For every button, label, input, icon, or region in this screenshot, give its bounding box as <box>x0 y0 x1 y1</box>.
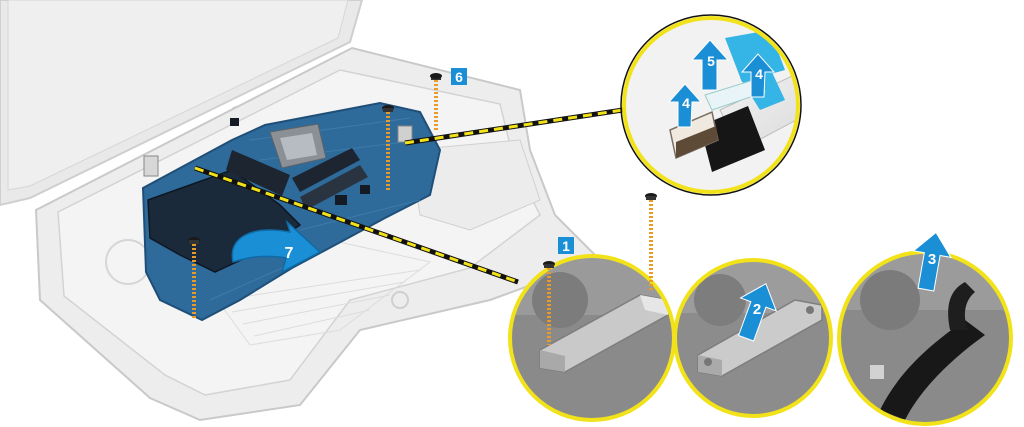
laptop-lid <box>0 0 364 207</box>
svg-text:7: 7 <box>285 245 294 262</box>
svg-text:2: 2 <box>753 301 761 318</box>
callout-2: 2 <box>737 283 778 342</box>
svg-text:6: 6 <box>455 69 463 85</box>
callout-6: 6 <box>451 68 467 85</box>
leader-lines <box>194 105 637 285</box>
zoom-circle-connector <box>620 14 802 196</box>
svg-text:5: 5 <box>707 53 715 69</box>
callout-4b: 4 <box>740 53 776 98</box>
callout-1: 1 <box>558 237 574 254</box>
svg-text:4: 4 <box>755 66 763 82</box>
callout-3: 3 <box>912 231 952 292</box>
screw-6 <box>430 73 442 132</box>
bracket-screw-1 <box>543 261 555 345</box>
callout-7-curved-arrow: 7 <box>231 219 322 274</box>
svg-text:1: 1 <box>562 238 570 254</box>
bracket-screw-2 <box>645 193 657 292</box>
screw-left <box>188 237 200 318</box>
motherboard <box>141 101 442 322</box>
callout-4a: 4 <box>667 83 703 128</box>
zoom-circle-bracket-screws <box>508 254 676 422</box>
svg-text:3: 3 <box>928 251 936 268</box>
svg-text:4: 4 <box>682 95 690 111</box>
callout-5: 5 <box>690 39 730 91</box>
screw-center <box>382 105 394 190</box>
